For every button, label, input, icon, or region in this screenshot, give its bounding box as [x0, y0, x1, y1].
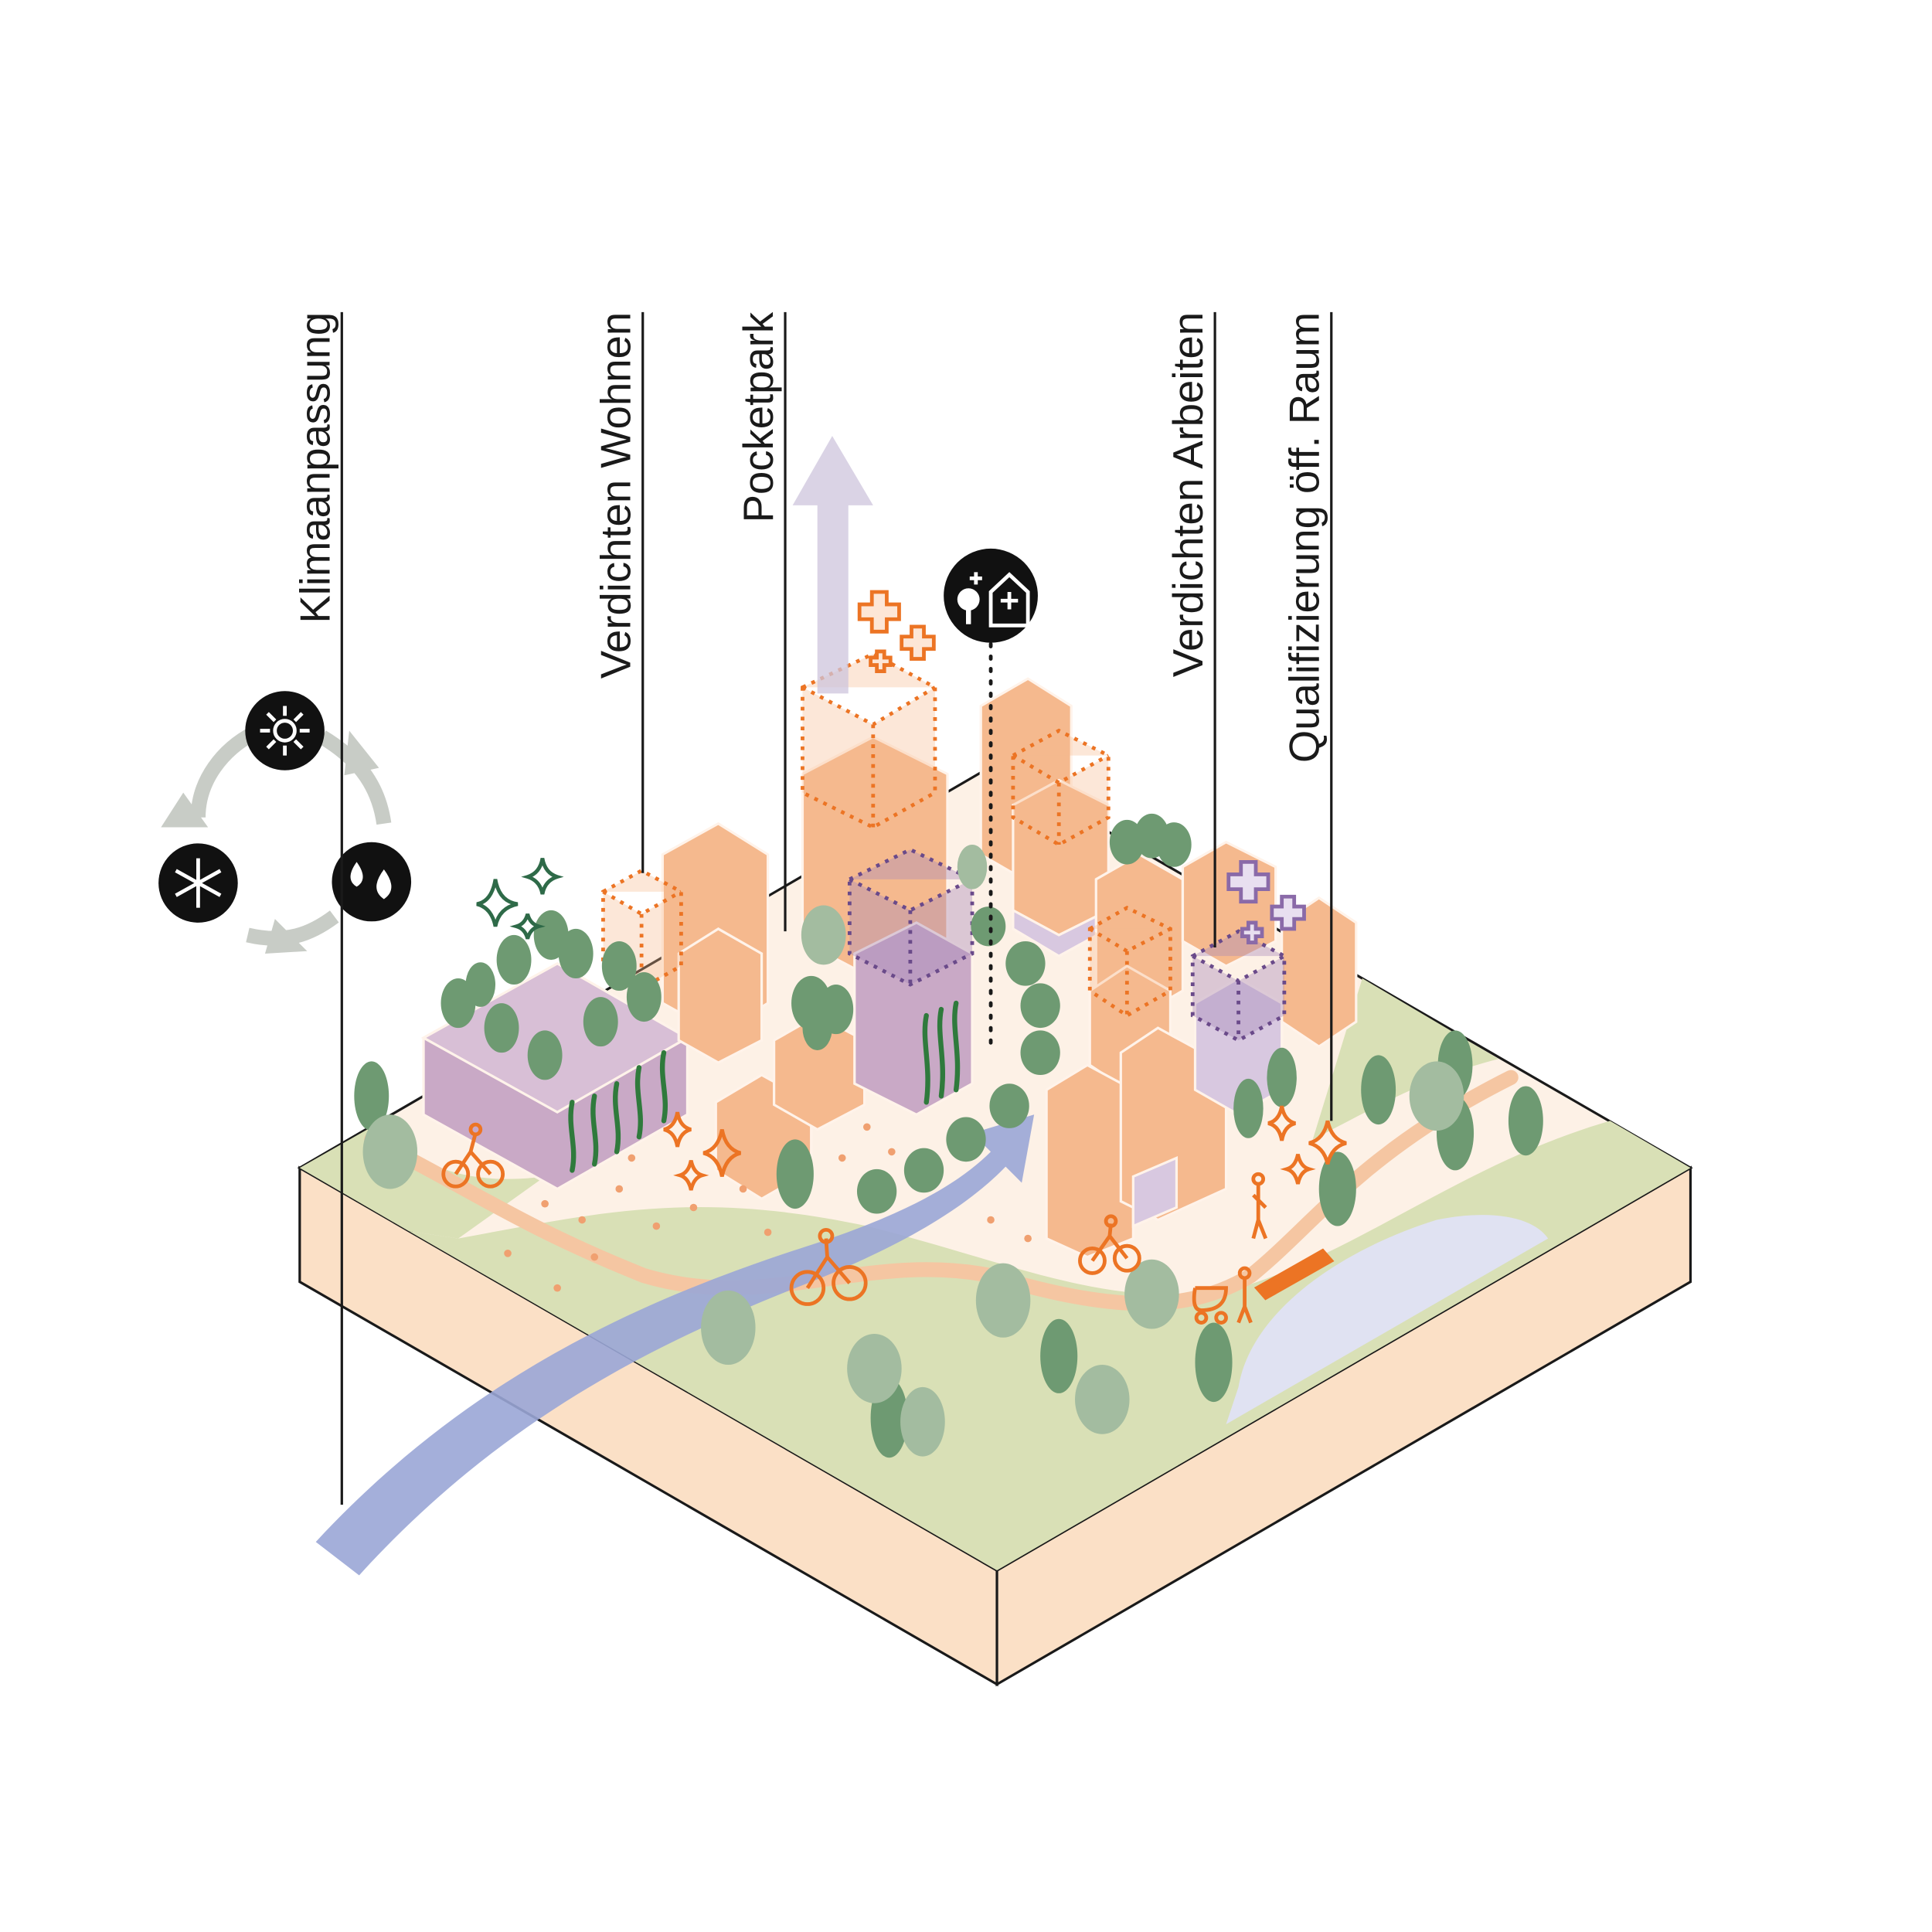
cyclist-icon [789, 1227, 868, 1306]
label-work: Verdichten Arbeiten [1165, 312, 1212, 677]
tree-house-plus-icon [944, 548, 1038, 643]
grass-area-left [299, 1127, 546, 1239]
bench-icon [1253, 1248, 1335, 1301]
label-public-space: Qualifizierung öff. Raum [1281, 312, 1328, 763]
wind-flow-arrow [315, 1114, 1035, 1576]
people-and-cyclists [441, 1122, 1335, 1325]
pedestrian-icon [1251, 1172, 1268, 1240]
sparkle-icons [476, 858, 1347, 1191]
planned-volumes [601, 651, 1287, 1043]
stroller-icon [1192, 1266, 1253, 1325]
terrain-block [297, 764, 1693, 1687]
trees [354, 813, 1543, 1458]
cyclist-icon [441, 1122, 505, 1189]
facade-greening [568, 1000, 961, 1173]
labels [340, 311, 1333, 1505]
building-orange [677, 927, 764, 1064]
climate-cycle [158, 691, 412, 954]
label-housing: Verdichten Wohnen [593, 312, 640, 679]
sun-icon [245, 691, 325, 770]
snowflake-icon [158, 843, 238, 923]
cyclist-icon [1078, 1214, 1141, 1275]
plaza-pattern [504, 1123, 1032, 1292]
building-orange-work [1045, 1063, 1134, 1259]
grass-area-back [1312, 978, 1499, 1140]
plus-icons [857, 590, 1306, 944]
label-climate: Klimaanpassung [291, 312, 338, 624]
pond [1226, 1215, 1549, 1424]
densification-arrow [792, 436, 873, 694]
label-pocketpark: Pocketpark [735, 311, 782, 522]
drops-icon [332, 842, 412, 922]
